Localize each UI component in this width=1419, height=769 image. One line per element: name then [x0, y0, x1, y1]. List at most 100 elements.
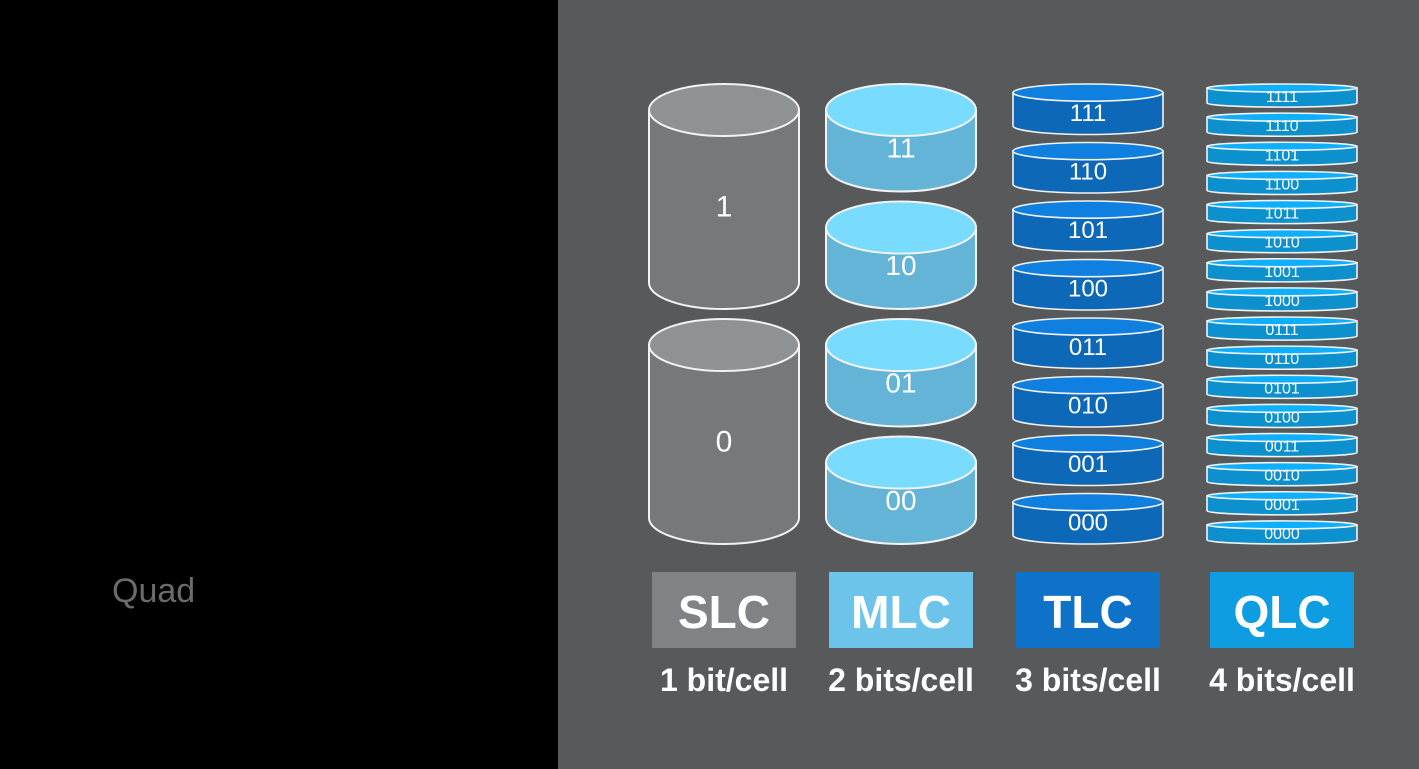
cell-level-label: 0110 [1265, 351, 1300, 368]
cell-body [1206, 174, 1358, 196]
cell-level-tlc: 110 [1012, 141, 1164, 194]
cell-top [825, 83, 977, 137]
cell-body [1206, 378, 1358, 400]
cell-body [1012, 267, 1164, 311]
cell-level-label: 1100 [1265, 176, 1300, 193]
badge-label-tlc: TLC [1043, 586, 1132, 638]
cell-level-qlc: 0010 [1206, 461, 1358, 487]
cell-level-qlc: 1110 [1206, 112, 1358, 138]
cell-level-qlc: 1001 [1206, 257, 1358, 283]
cell-body [1012, 150, 1164, 194]
cell-level-tlc: 100 [1012, 258, 1164, 311]
cell-body [1206, 203, 1358, 225]
cell-top [825, 435, 977, 490]
cell-top [1012, 317, 1164, 336]
badge-tlc [1016, 572, 1160, 648]
cell-top [648, 318, 800, 372]
cell-level-tlc: 011 [1012, 317, 1164, 370]
cell-level-mlc: 00 [825, 435, 977, 545]
cell-level-label: 101 [1068, 217, 1108, 244]
cell-level-qlc: 0100 [1206, 403, 1358, 429]
cell-level-slc: 1 [648, 83, 800, 310]
cell-level-qlc: 0001 [1206, 490, 1358, 516]
cell-body [1206, 291, 1358, 312]
cell-level-label: 0000 [1264, 526, 1300, 543]
cell-level-mlc: 11 [825, 83, 977, 193]
cell-top [1206, 490, 1358, 501]
cell-top [1206, 228, 1358, 239]
bits-per-cell-slc: 1 bit/cell [660, 662, 788, 698]
cell-level-label: 110 [1069, 159, 1107, 186]
cell-level-label: 1011 [1265, 206, 1300, 223]
cell-level-label: 00 [885, 485, 916, 516]
cell-body [1206, 116, 1358, 138]
cell-level-tlc: 111 [1012, 83, 1164, 136]
cell-top [1206, 83, 1358, 93]
cell-body [648, 344, 800, 545]
cell-level-qlc: 1111 [1206, 83, 1358, 108]
cell-level-label: 001 [1068, 451, 1108, 478]
cell-level-label: 1111 [1266, 89, 1298, 106]
cell-level-qlc: 1000 [1206, 287, 1358, 312]
cell-level-qlc: 0000 [1206, 520, 1358, 545]
cell-level-label: 1001 [1264, 264, 1300, 281]
cell-top [1206, 141, 1358, 152]
bits-per-cell-mlc: 2 bits/cell [828, 662, 974, 698]
cell-top [1206, 170, 1358, 181]
bits-per-cell-tlc: 3 bits/cell [1015, 662, 1161, 698]
cell-level-label: 0111 [1265, 322, 1298, 339]
cell-level-label: 10 [885, 250, 916, 281]
cell-level-qlc: 0101 [1206, 374, 1358, 400]
cell-top [1206, 199, 1358, 210]
caption: Quad [112, 572, 196, 610]
cell-top [1012, 492, 1164, 512]
cell-body [1206, 349, 1358, 371]
cell-body [1206, 232, 1358, 254]
badge-slc [652, 572, 796, 648]
cell-level-label: 1 [716, 190, 733, 223]
cell-level-tlc: 001 [1012, 434, 1164, 487]
cell-level-label: 0011 [1265, 439, 1300, 456]
cell-body [1012, 442, 1164, 487]
cell-level-qlc: 0111 [1206, 316, 1358, 341]
cell-top [1206, 316, 1358, 326]
cell-level-mlc: 10 [825, 200, 977, 310]
cell-top [1206, 432, 1358, 443]
cell-level-label: 1010 [1264, 235, 1300, 252]
cell-level-tlc: 010 [1012, 375, 1164, 428]
cell-level-label: 1000 [1264, 293, 1300, 310]
cell-level-label: 01 [885, 368, 916, 399]
cell-top [825, 318, 977, 372]
cell-level-qlc: 1101 [1206, 141, 1358, 167]
cell-body [1012, 208, 1164, 253]
cell-level-slc: 0 [648, 318, 800, 545]
cell-body [1206, 87, 1358, 108]
cell-body [1206, 524, 1358, 545]
cell-level-qlc: 1011 [1206, 199, 1358, 225]
cell-top [648, 83, 800, 137]
cell-level-qlc: 0110 [1206, 345, 1358, 371]
cell-body [1012, 325, 1164, 370]
cell-body [648, 109, 800, 310]
cell-body [1012, 91, 1164, 136]
cell-top [1206, 520, 1358, 530]
cell-top [1012, 83, 1164, 102]
cell-top [1206, 345, 1358, 355]
cell-level-label: 011 [1069, 334, 1107, 361]
cell-top [1012, 141, 1164, 161]
cell-level-label: 0100 [1264, 409, 1300, 426]
cell-level-qlc: 0011 [1206, 432, 1358, 458]
cell-body [1206, 465, 1358, 487]
cell-body [1206, 145, 1358, 167]
cell-level-label: 111 [1070, 100, 1106, 127]
left-panel: Quad [0, 0, 558, 769]
cell-top [1012, 200, 1164, 219]
cell-level-tlc: 000 [1012, 492, 1164, 545]
cell-level-tlc: 101 [1012, 200, 1164, 253]
cell-body [1206, 494, 1358, 516]
cell-top [1012, 434, 1164, 453]
